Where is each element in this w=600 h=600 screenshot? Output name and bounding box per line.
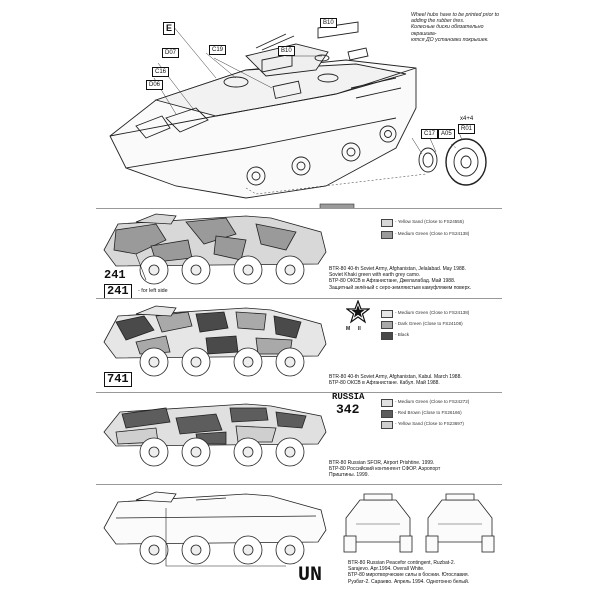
caption-line: Soviet Khaki green with earth grey camo. [329,272,421,279]
assembly-note-line: adding the rubber tires. [411,18,465,25]
marking-241: 241 [104,268,126,282]
part-label-d06: D06 [146,80,164,90]
legend-black: - Black [395,332,410,337]
part-label-a05: A05 [438,129,455,139]
part-label-d07: D07 [162,48,180,58]
scheme-3-caption: BTR-80 Russian SFOR, Airport Prishtine. … [329,460,501,479]
legend-dark-green: - Dark Green (Close to FS24108) [395,321,463,326]
caption-line: BTR-80 40-th Soviet Army, Afghanistan, K… [329,374,462,380]
part-label-c16: C16 [152,67,170,77]
instruction-sheet: E B10 D07 C19 B10 C16 D06 C17 A05 R01 x4… [96,8,502,596]
scheme-2-vehicle [103,305,327,377]
section-divider [96,392,502,393]
soviet-star-icon [346,300,370,324]
caption-line: Защитный зелёный с серо-земляистым камуф… [329,284,472,291]
marking-un: UN [298,564,323,587]
legend-yellow-sand: - Yellow Sand (Close to FS23697) [395,421,464,426]
section-divider [96,484,502,485]
swatch-red-brown [381,410,393,418]
caption-line: БТР-80 ОКСВ в Афганистане, Джелалабад. М… [329,278,456,285]
scheme-2-caption: BTR-80 40-th Soviet Army, Afghanistan, K… [329,374,501,386]
part-label-b10-top: B10 [320,18,337,28]
scheme-4-vehicle [103,491,327,567]
assembly-note-line: Колесные диски обязательно окрашива- [411,24,484,37]
star-label-m: M [346,326,351,332]
assembly-drawing [109,21,487,208]
wheel-quantity: x4+4 [460,116,474,122]
caption-line: BTR-80 Russian SFOR, Airport Prishtine. … [329,460,435,466]
swatch-dark-green [381,321,393,329]
caption-line: БТР-80 миротворческие силы в боснии. Юго… [348,572,469,579]
marking-russia: RUSSIA [332,392,365,402]
swatch-medium-green [381,231,393,239]
assembly-note-line: ются ДО установки покрышек. [411,36,489,43]
scheme-1-vehicle [103,213,327,285]
assembly-note-line: Wheel hubs have to be printed prior to [411,12,499,18]
caption-line: БТР-80 ОКСВ в Афганистане. Кабул. Май 19… [329,380,440,387]
caption-line: БТР-80 Российский контингент СФОР. Аэроп… [329,466,441,473]
marking-741: 741 [104,372,132,387]
swatch-black [381,332,393,340]
swatch-yellow-sand [381,219,393,227]
section-divider [96,298,502,299]
legend-yellow-sand: - Yellow Sand (Close to FS24555) [395,219,464,224]
part-label-b10-mid: B10 [278,46,295,56]
swatch-yellow-sand [381,421,393,429]
legend-medium-green: - Medium Green (Close to FS24138) [395,231,470,236]
part-label-c19: C19 [209,45,227,55]
part-label-e: E [163,22,176,35]
scheme-4-caption: BTR-80 Russian Peacefor contingent, Ruzb… [348,560,502,585]
swatch-medium-green [381,310,393,318]
caption-line: Sarajevo. Apr.1994. Overall White. [348,566,425,573]
section-divider [96,208,502,209]
scheme-1-caption: BTR-80 40-th Soviet Army, Afghanistan, J… [329,266,501,291]
caption-line: Рузбат-2. Сараево. Апрель 1994. Однотонн… [348,578,470,585]
marking-241-left: 241 [104,284,132,299]
left-side-note: - for left side [138,288,168,294]
caption-line: BTR-80 40-th Soviet Army, Afghanistan, J… [329,266,466,272]
scheme-4-front-rear-views [343,493,495,553]
part-label-c17: C17 [421,129,439,139]
assembly-note: Wheel hubs have to be printed prior to a… [411,12,503,43]
marking-342: 342 [336,402,360,417]
part-label-r01: R01 [458,124,476,134]
scheme-3-vehicle [103,403,327,467]
caption-line: BTR-80 Russian Peacefor contingent, Ruzb… [348,560,455,566]
legend-medium-green: - Medium Green (Close to FS24272) [395,399,470,404]
caption-line: Приштины. 1999. [329,472,369,479]
legend-red-brown: - Red Brown (Close to FS26166) [395,410,462,415]
swatch-medium-green [381,399,393,407]
star-label-ii: II [358,326,361,332]
legend-medium-green: - Medium Green (Close to FS24138) [395,310,470,315]
